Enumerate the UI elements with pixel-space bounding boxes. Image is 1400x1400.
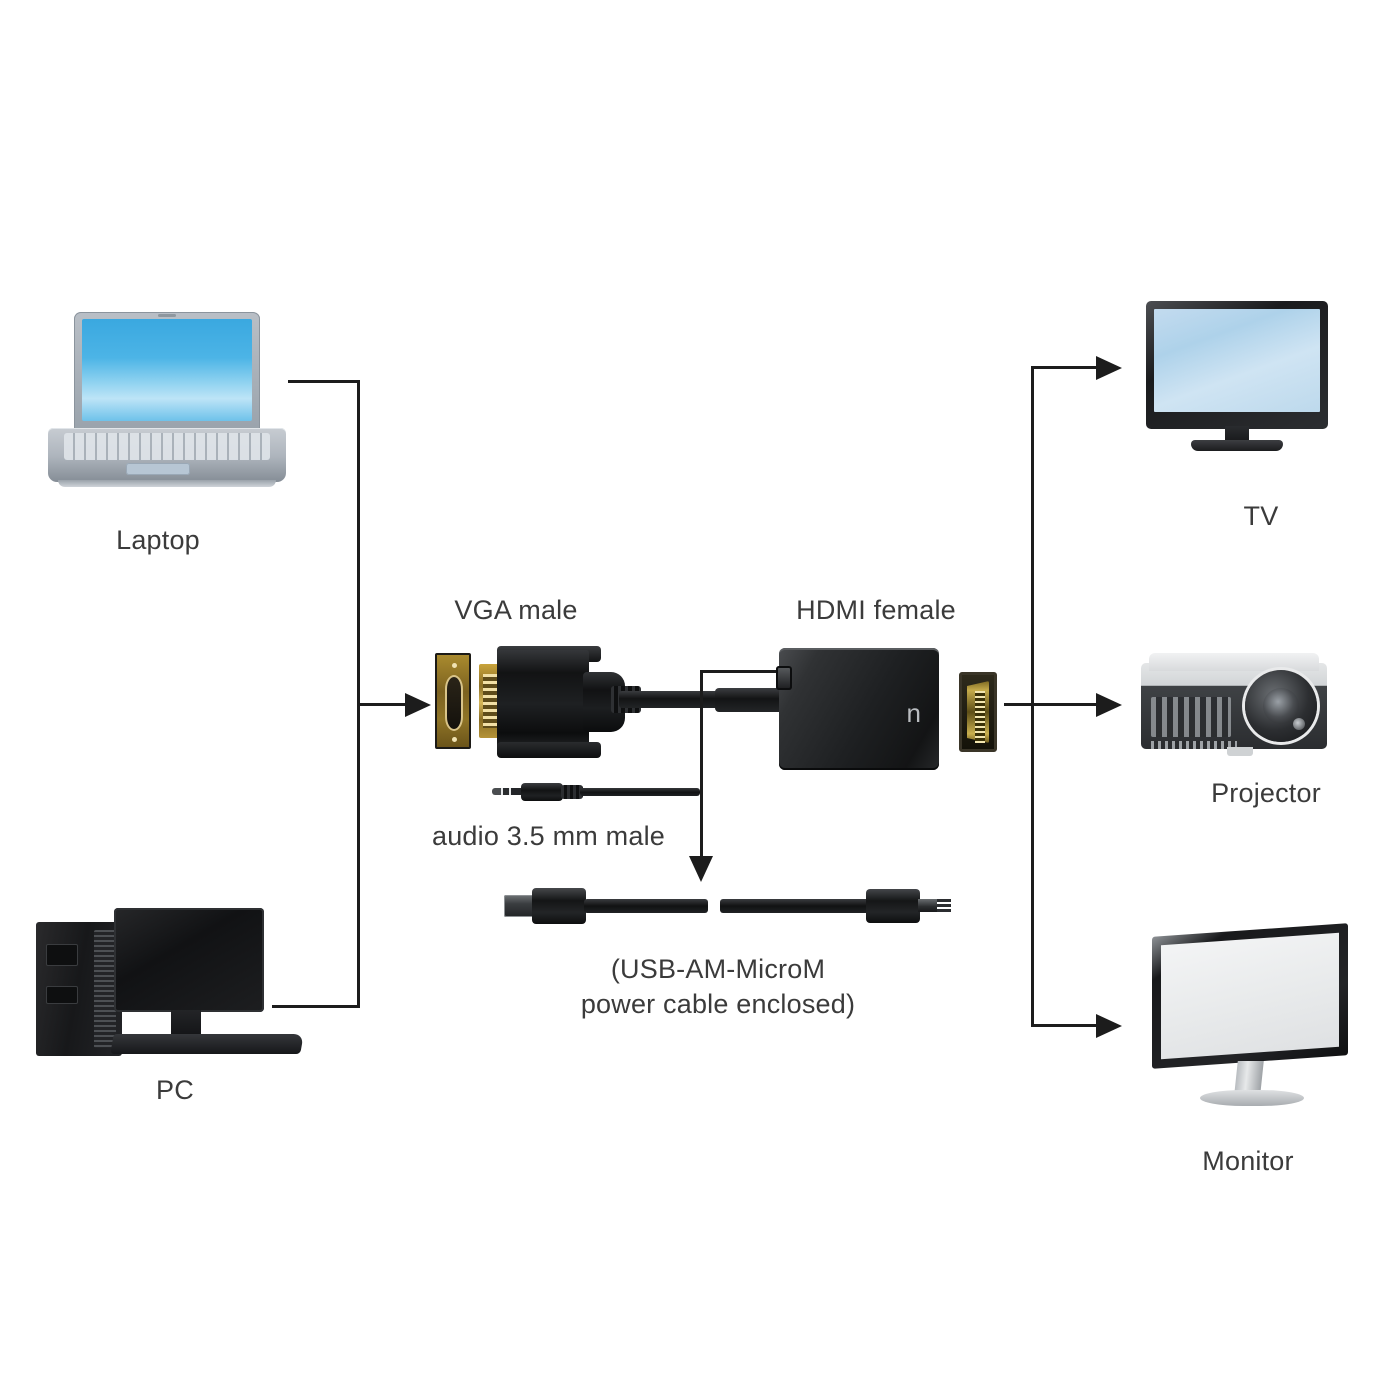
- adapter-micro-usb-port: [776, 666, 792, 690]
- laptop-touchpad: [126, 463, 190, 475]
- micro-usb-plug-tip: [918, 899, 940, 912]
- pc-keyboard: [110, 1034, 304, 1054]
- vga-cable: [619, 691, 719, 708]
- adapter-housing: n: [776, 648, 939, 770]
- usb-cable-left-segment: [584, 899, 708, 913]
- audio-35mm-label: audio 3.5 mm male: [432, 821, 666, 851]
- vga-to-hdmi-adapter: n: [715, 648, 999, 774]
- adapter-to-right-trunk-line: [1004, 703, 1100, 706]
- usb-a-plug-body: [532, 888, 586, 924]
- pc-connector-line: [272, 1005, 360, 1008]
- projector-lens-center: [1293, 718, 1305, 730]
- audio-plug-tip: [492, 788, 522, 795]
- trunk-to-projector-arrow-icon: [1096, 693, 1122, 717]
- audio-plug-barrel: [521, 783, 563, 801]
- projector-image: [1141, 653, 1327, 757]
- laptop-front-edge: [58, 480, 276, 487]
- power-cable-caption-line1: (USB-AM-MicroM: [610, 954, 826, 984]
- laptop-webcam-icon: [158, 314, 176, 317]
- laptop-lid: [74, 312, 260, 430]
- projector-lens: [1245, 670, 1317, 742]
- power-cable-caption: (USB-AM-MicroM power cable enclosed): [548, 952, 888, 1021]
- pc-label: PC: [156, 1075, 194, 1105]
- adapter-to-power-branch-line: [700, 670, 792, 673]
- power-cable-arrow-icon: [689, 856, 713, 882]
- usb-power-cable: [504, 881, 954, 933]
- trunk-to-monitor-line: [1031, 1024, 1100, 1027]
- micro-usb-plug-body: [866, 889, 920, 923]
- hdmi-female-port: [959, 672, 997, 752]
- power-cable-caption-line2: power cable enclosed): [580, 988, 856, 1019]
- vga-housing: [497, 650, 589, 754]
- pc-monitor: [114, 908, 264, 1012]
- laptop-label: Laptop: [116, 525, 200, 555]
- tv-stand-base: [1191, 440, 1283, 451]
- projector-lower-vents: [1151, 741, 1237, 749]
- vga-thumbscrew-bottom: [497, 742, 601, 758]
- monitor-image: [1152, 923, 1348, 1108]
- monitor-label: Monitor: [1202, 1146, 1294, 1176]
- vga-male-label: VGA male: [454, 595, 578, 625]
- pc-front-ports: [46, 986, 78, 1004]
- usb-cable-right-segment: [720, 899, 872, 913]
- tv-label: TV: [1243, 501, 1279, 531]
- trunk-to-tv-line: [1031, 366, 1100, 369]
- laptop-image: [48, 312, 286, 488]
- left-to-vga-arrow-icon: [405, 693, 431, 717]
- pc-tower-vent: [94, 930, 116, 1048]
- vga-pins: [483, 674, 501, 728]
- tv-bezel: [1146, 301, 1328, 429]
- tv-stand-neck: [1225, 426, 1249, 443]
- adapter-input-cable: [715, 688, 785, 712]
- pc-tower: [36, 922, 122, 1056]
- hdmi-female-label: HDMI female: [796, 595, 956, 625]
- micro-usb-contacts: [937, 899, 951, 912]
- monitor-bezel: [1152, 923, 1348, 1069]
- tv-image: [1146, 301, 1328, 453]
- monitor-stand-base: [1200, 1090, 1304, 1106]
- monitor-screen: [1161, 932, 1339, 1060]
- trunk-to-tv-arrow-icon: [1096, 356, 1122, 380]
- adapter-brand-mark: n: [906, 698, 921, 728]
- projector-label: Projector: [1211, 778, 1321, 808]
- vga-male-connector: [435, 646, 725, 760]
- pc-optical-drive: [46, 944, 78, 966]
- projector-foot: [1227, 747, 1253, 756]
- laptop-base: [48, 428, 286, 482]
- hdmi-port-pins: [975, 691, 985, 743]
- usb-a-plug-shell: [504, 895, 534, 917]
- laptop-screen: [82, 319, 252, 421]
- left-trunk-line: [357, 380, 360, 1008]
- pc-monitor-stand: [171, 1010, 201, 1034]
- trunk-to-monitor-arrow-icon: [1096, 1014, 1122, 1038]
- tv-screen: [1154, 309, 1320, 412]
- projector-vent-grille: [1151, 697, 1231, 737]
- projector-lens-inner: [1263, 688, 1305, 730]
- vga-screw-hole-top: [452, 663, 457, 668]
- audio-35mm-male-connector: [492, 780, 702, 804]
- audio-cable: [580, 788, 700, 796]
- vga-screw-hole-bottom: [452, 737, 457, 742]
- vga-dsub-shell: [445, 675, 463, 731]
- audio-plug-ferrule: [561, 785, 583, 799]
- projector-top-panel: [1149, 653, 1319, 671]
- vga-faceplate: [435, 653, 471, 749]
- power-cable-arrow-stem: [700, 670, 703, 860]
- laptop-connector-line: [288, 380, 360, 383]
- left-to-vga-line: [357, 703, 409, 706]
- laptop-keyboard: [64, 433, 270, 460]
- right-trunk-line: [1031, 366, 1034, 1026]
- pc-image: [36, 908, 304, 1058]
